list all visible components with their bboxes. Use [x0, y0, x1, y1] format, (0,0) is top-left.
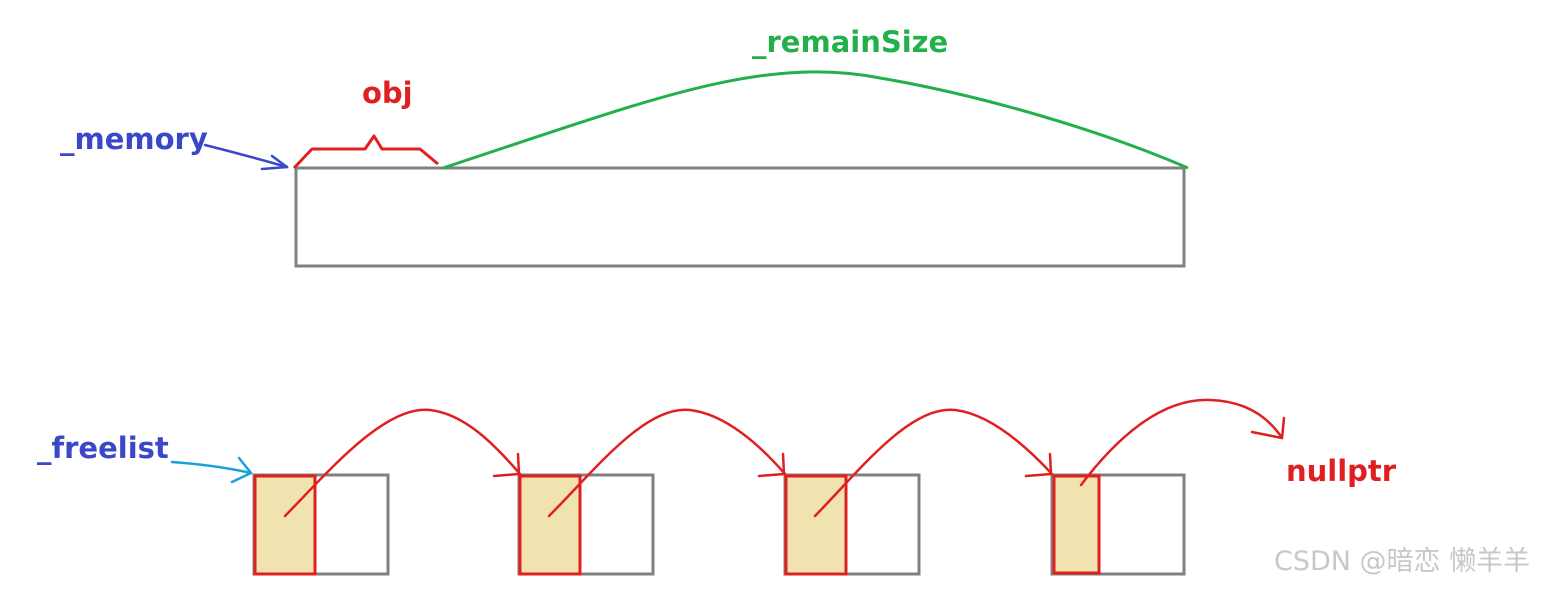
obj-brace: [292, 134, 439, 170]
freelist-node: [783, 473, 921, 576]
next-link-arrow: [813, 408, 1054, 518]
freelist-node: [517, 473, 655, 576]
next-pointer-block: [518, 474, 582, 576]
freelist-pointer-arrow: [170, 456, 253, 484]
nullptr-label: nullptr: [1286, 454, 1397, 488]
memory-pointer-arrow: [203, 143, 289, 171]
next-pointer-block: [784, 474, 848, 576]
memory-label: _memory: [60, 122, 208, 156]
freelist-node: [1050, 473, 1186, 576]
remain-size-label: _remainSize: [752, 25, 949, 59]
freelist-node: [252, 473, 390, 576]
next-link-arrow: [547, 408, 787, 518]
watermark: CSDN @暗恋 懒羊羊: [1274, 546, 1531, 577]
memory-block: [294, 166, 1186, 268]
nullptr-link-arrow: [1079, 398, 1286, 487]
next-pointer-block: [253, 474, 317, 576]
freelist-label: _freelist: [37, 431, 169, 465]
next-link-arrow: [283, 408, 522, 518]
next-pointer-block: [1052, 474, 1101, 575]
remain-size-arc: [442, 70, 1189, 170]
obj-label: obj: [362, 76, 413, 110]
